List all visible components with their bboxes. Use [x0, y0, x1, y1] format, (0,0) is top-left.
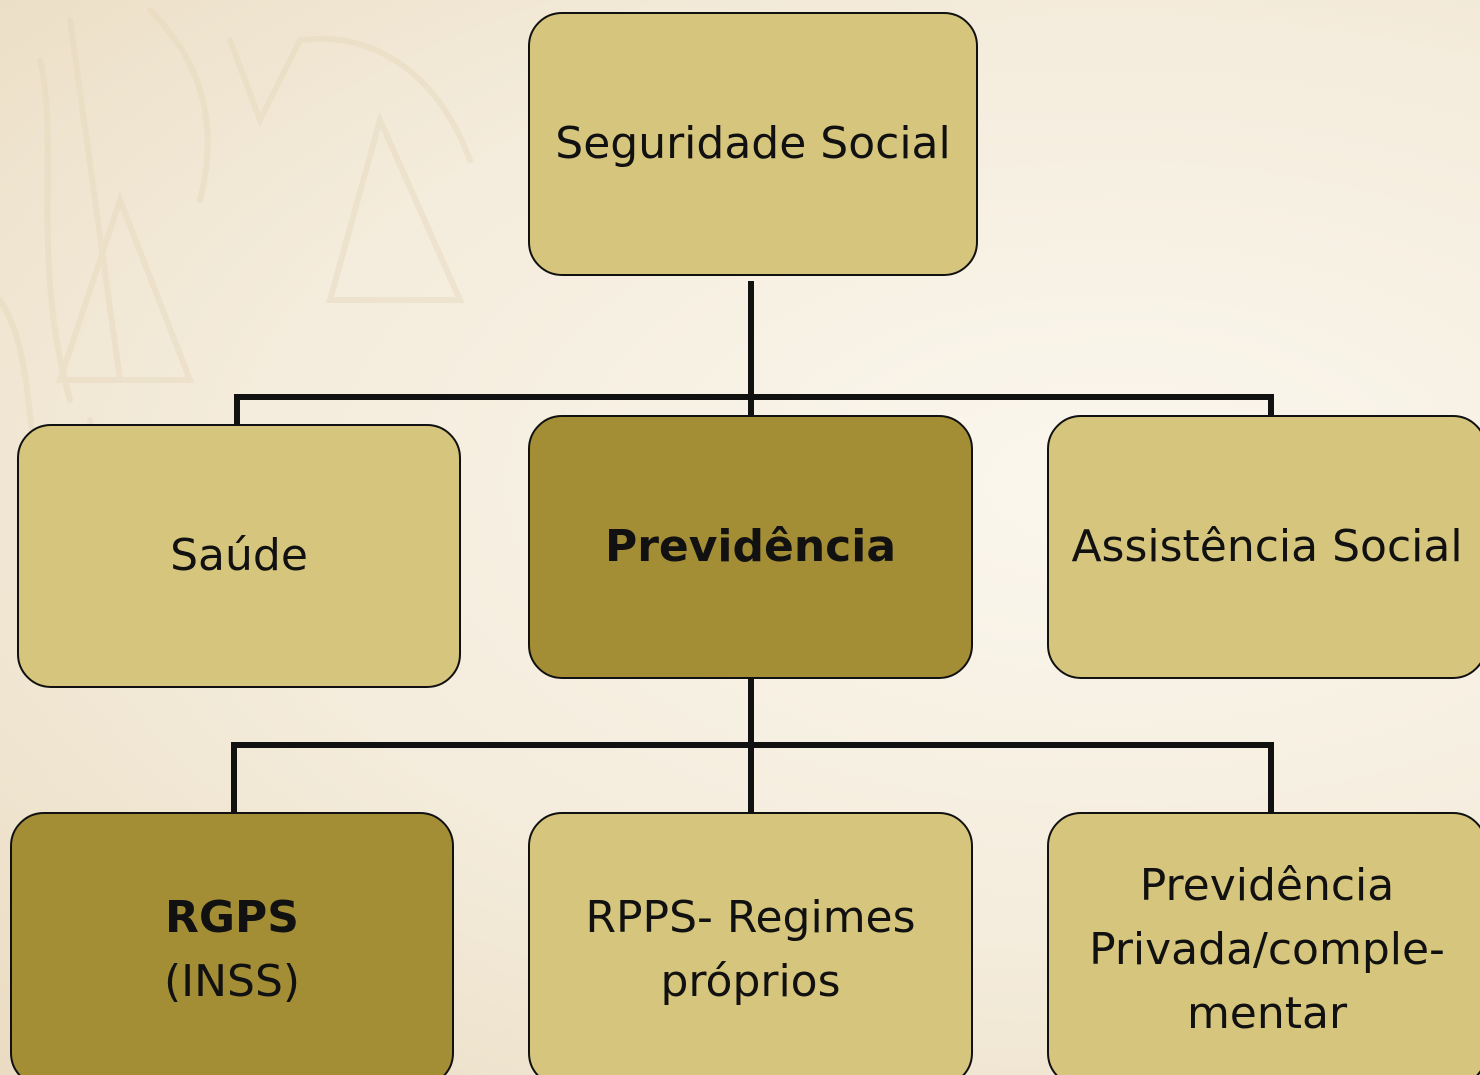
- node-title: RGPS: [165, 891, 299, 943]
- node-label: Seguridade Social: [555, 118, 951, 169]
- node-line: Previdência: [1139, 859, 1395, 911]
- node-line: Privada/comple-: [1089, 923, 1445, 975]
- node-assistencia-social: Assistência Social: [1047, 415, 1480, 679]
- node-seguridade-social: Seguridade Social: [528, 12, 978, 276]
- node-line: mentar: [1186, 987, 1348, 1039]
- node-line: RPPS- Regimes: [585, 891, 916, 943]
- node-label: Previdência: [604, 521, 897, 572]
- node-subtitle: (INSS): [163, 955, 301, 1007]
- node-line: próprios: [660, 955, 841, 1007]
- node-previdencia: Previdência: [528, 415, 973, 679]
- node-saude: Saúde: [17, 424, 461, 688]
- node-label: Saúde: [170, 530, 308, 581]
- node-previdencia-privada: Previdência Privada/comple- mentar: [1047, 812, 1480, 1075]
- node-rpps: RPPS- Regimes próprios: [528, 812, 973, 1075]
- node-rgps: RGPS (INSS): [10, 812, 454, 1075]
- node-label: Assistência Social: [1071, 521, 1463, 572]
